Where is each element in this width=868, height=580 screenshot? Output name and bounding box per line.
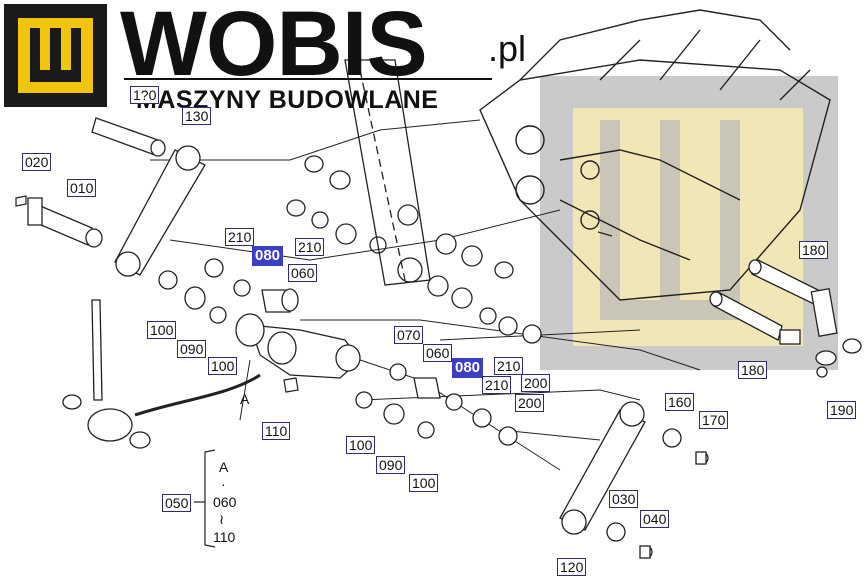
- callout-060-a[interactable]: 060: [288, 264, 318, 282]
- pin-010: [27, 197, 103, 248]
- callout-030[interactable]: 030: [609, 490, 639, 508]
- washers-bolts: [606, 428, 709, 559]
- legend-to: 110: [213, 529, 236, 545]
- callout-200-b[interactable]: 200: [515, 394, 545, 412]
- fittings: [15, 195, 613, 393]
- callout-100-d[interactable]: 100: [409, 474, 439, 492]
- callout-100-b[interactable]: 100: [208, 357, 238, 375]
- callout-190[interactable]: 190: [827, 401, 857, 419]
- callout-080-a[interactable]: 080: [252, 246, 284, 266]
- callout-180-a[interactable]: 180: [799, 241, 829, 259]
- legend-a: A: [219, 459, 229, 475]
- logo-inner-square: [18, 18, 93, 93]
- bucket: [479, 9, 831, 301]
- callout-020[interactable]: 020: [22, 153, 52, 171]
- pins-180: [709, 259, 838, 345]
- callout-090-b[interactable]: 090: [376, 456, 406, 474]
- callout-180-b[interactable]: 180: [738, 361, 768, 379]
- logo-mark: [4, 4, 107, 107]
- yoke: [235, 313, 361, 379]
- callout-010[interactable]: 010: [67, 179, 97, 197]
- bushings-left: [158, 258, 299, 324]
- callout-130[interactable]: 130: [182, 107, 212, 125]
- callout-050[interactable]: 050: [162, 494, 192, 512]
- pin-top: [91, 117, 166, 157]
- callout-160[interactable]: 160: [665, 393, 695, 411]
- callout-100-c[interactable]: 100: [346, 436, 376, 454]
- callout-090-a[interactable]: 090: [177, 340, 207, 358]
- bolts-190: [815, 338, 862, 378]
- point-a-label: A: [240, 391, 250, 407]
- legend-tilde: ≀: [219, 511, 225, 527]
- link-130: [114, 145, 206, 277]
- cylinder: [62, 299, 151, 449]
- callout-080-b[interactable]: 080: [452, 358, 484, 378]
- callout-120[interactable]: 120: [557, 558, 587, 576]
- legend-dot: ·: [221, 476, 226, 492]
- lead-line-a: [134, 373, 261, 417]
- brand-domain-suffix: .pl: [488, 28, 527, 69]
- callout-210-a[interactable]: 210: [225, 228, 255, 246]
- watermark-logo-mark: [600, 120, 740, 320]
- bushings-lower: [355, 363, 518, 446]
- callout-200-a[interactable]: 200: [521, 374, 551, 392]
- callout-070[interactable]: 070: [394, 326, 424, 344]
- callout-210-b[interactable]: 210: [295, 238, 325, 256]
- callout-170[interactable]: 170: [699, 411, 729, 429]
- callout-top-pin[interactable]: 1?0: [130, 86, 160, 104]
- bushings-upper: [286, 155, 542, 344]
- legend-from: 060: [213, 494, 237, 510]
- legend-bracket: [204, 449, 216, 548]
- link-120: [559, 401, 646, 535]
- callout-110[interactable]: 110: [262, 422, 291, 440]
- callout-210-d[interactable]: 210: [494, 357, 524, 375]
- callout-040[interactable]: 040: [640, 510, 670, 528]
- callout-100-a[interactable]: 100: [147, 321, 177, 339]
- callout-060-b[interactable]: 060: [423, 344, 453, 362]
- brand-divider: [124, 78, 492, 80]
- callout-210-c[interactable]: 210: [482, 376, 512, 394]
